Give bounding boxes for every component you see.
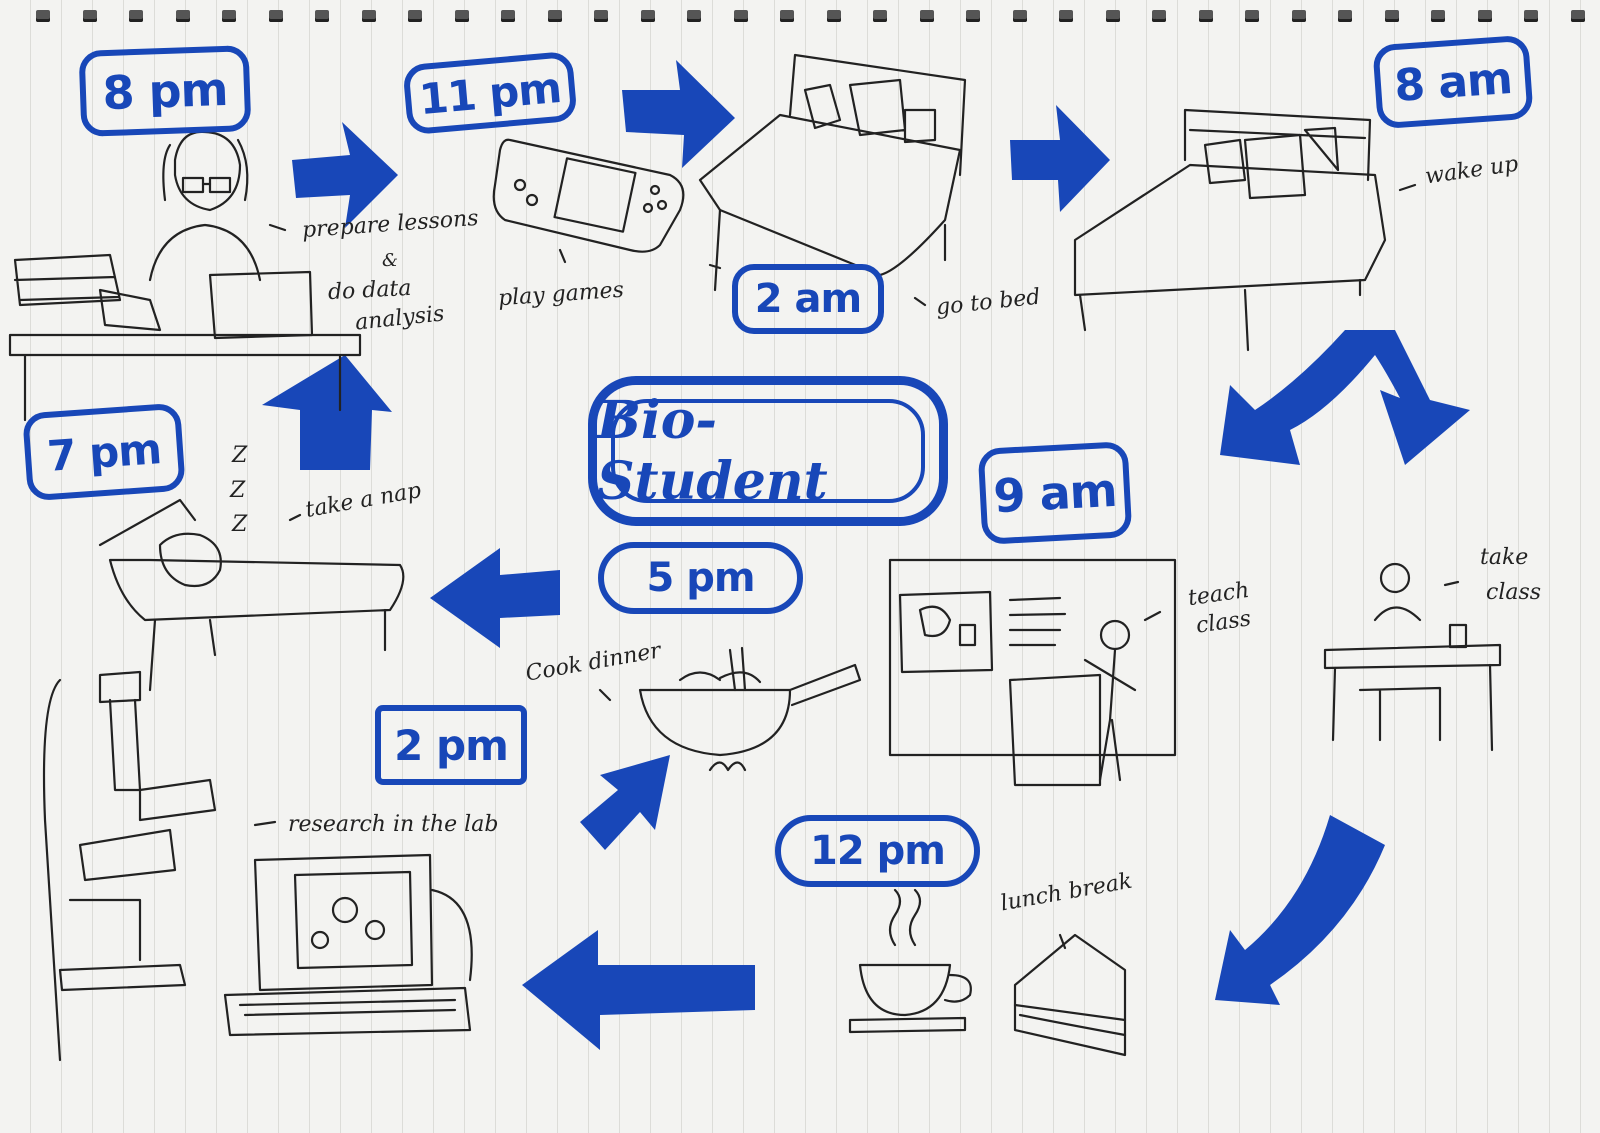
time-badge-11pm: 11 pm [402,50,578,136]
zzz-2: Z [230,478,246,503]
note-take-class: class [1486,580,1542,605]
note-take: take [1480,545,1529,570]
spiral-hole [966,10,980,22]
time-badge-8am: 8 am [1372,34,1534,130]
spiral-hole [315,10,329,22]
time-badge-9am: 9 am [977,441,1133,545]
spiral-hole [1105,10,1120,22]
spiral-hole [1338,10,1352,22]
game-console-drawing [492,138,685,253]
spiral-hole [82,10,97,22]
arrow-7pm-to-8pm [262,355,392,470]
spiral-hole [1152,10,1166,22]
spiral-hole [129,10,143,22]
spiral-hole [1431,10,1445,22]
spiral-hole [36,10,50,22]
time-badge-5pm: 5 pm [598,542,803,614]
spiral-hole [222,10,236,22]
lab-microscope-drawing [42,670,217,1062]
time-badge-12pm: 12 pm [775,815,980,887]
spiral-hole [268,10,283,22]
arrow-2am-to-8am [1010,105,1110,212]
student-desk-drawing [1323,562,1502,752]
arrow-8pm-to-11pm [292,122,398,228]
sandwich-drawing [1013,933,1127,1057]
spiral-hole [687,10,701,22]
spiral-hole [640,10,655,22]
time-badge-2pm: 2 pm [375,705,527,785]
zzz-3: Z [232,512,248,537]
arrow-to-12pm [1215,815,1385,1005]
spiral-hole [361,10,376,22]
arrow-12pm-to-2pm [522,930,755,1050]
spiral-hole [1245,10,1259,22]
spiral-hole [1059,10,1073,22]
arrow-2pm-to-5pm [580,755,670,850]
spiral-hole [826,10,841,22]
spiral-hole [873,10,887,22]
bed-drawing-8am [1073,108,1387,352]
note-ampersand: & [382,250,399,271]
title-inner-frame [611,399,925,503]
spiral-hole [501,10,515,22]
spiral-hole [780,10,794,22]
spiral-hole [1198,10,1213,22]
bed-drawing-2am [698,53,967,292]
spiral-hole [1291,10,1306,22]
arrow-11pm-to-2am [622,60,735,168]
time-badge-8pm: 8 pm [78,45,252,137]
nap-couch-drawing [98,498,405,692]
spiral-hole [547,10,562,22]
center-title: Bio-Student [597,390,828,512]
coffee-cup-drawing [848,888,972,1034]
note-research-lab: research in the lab [288,812,499,837]
spiral-hole [1570,10,1585,22]
note-data: do data [327,275,413,306]
study-desk-drawing [8,130,362,422]
spiral-hole [408,10,422,22]
spiral-hole [1477,10,1492,22]
leader-lines [253,183,1460,950]
lab-laptop-drawing [223,853,473,1037]
center-title-frame: Bio-Student [588,376,948,526]
spiral-holes [0,10,1600,30]
spiral-hole [1384,10,1399,22]
cooking-pan-drawing [638,646,862,772]
spiral-hole [454,10,469,22]
flow-arrows [262,60,1470,1050]
arrow-8am-fork [1220,330,1470,465]
spiral-hole [1012,10,1027,22]
spiral-hole [1524,10,1538,22]
time-badge-2am: 2 am [732,264,884,334]
arrow-5pm-to-7pm [430,548,560,648]
spiral-hole [594,10,608,22]
classroom-board-drawing [888,558,1177,787]
spiral-hole [175,10,190,22]
time-badge-7pm: 7 pm [22,402,186,502]
zzz-1: Z [232,443,248,468]
spiral-hole [919,10,934,22]
spiral-hole [733,10,748,22]
